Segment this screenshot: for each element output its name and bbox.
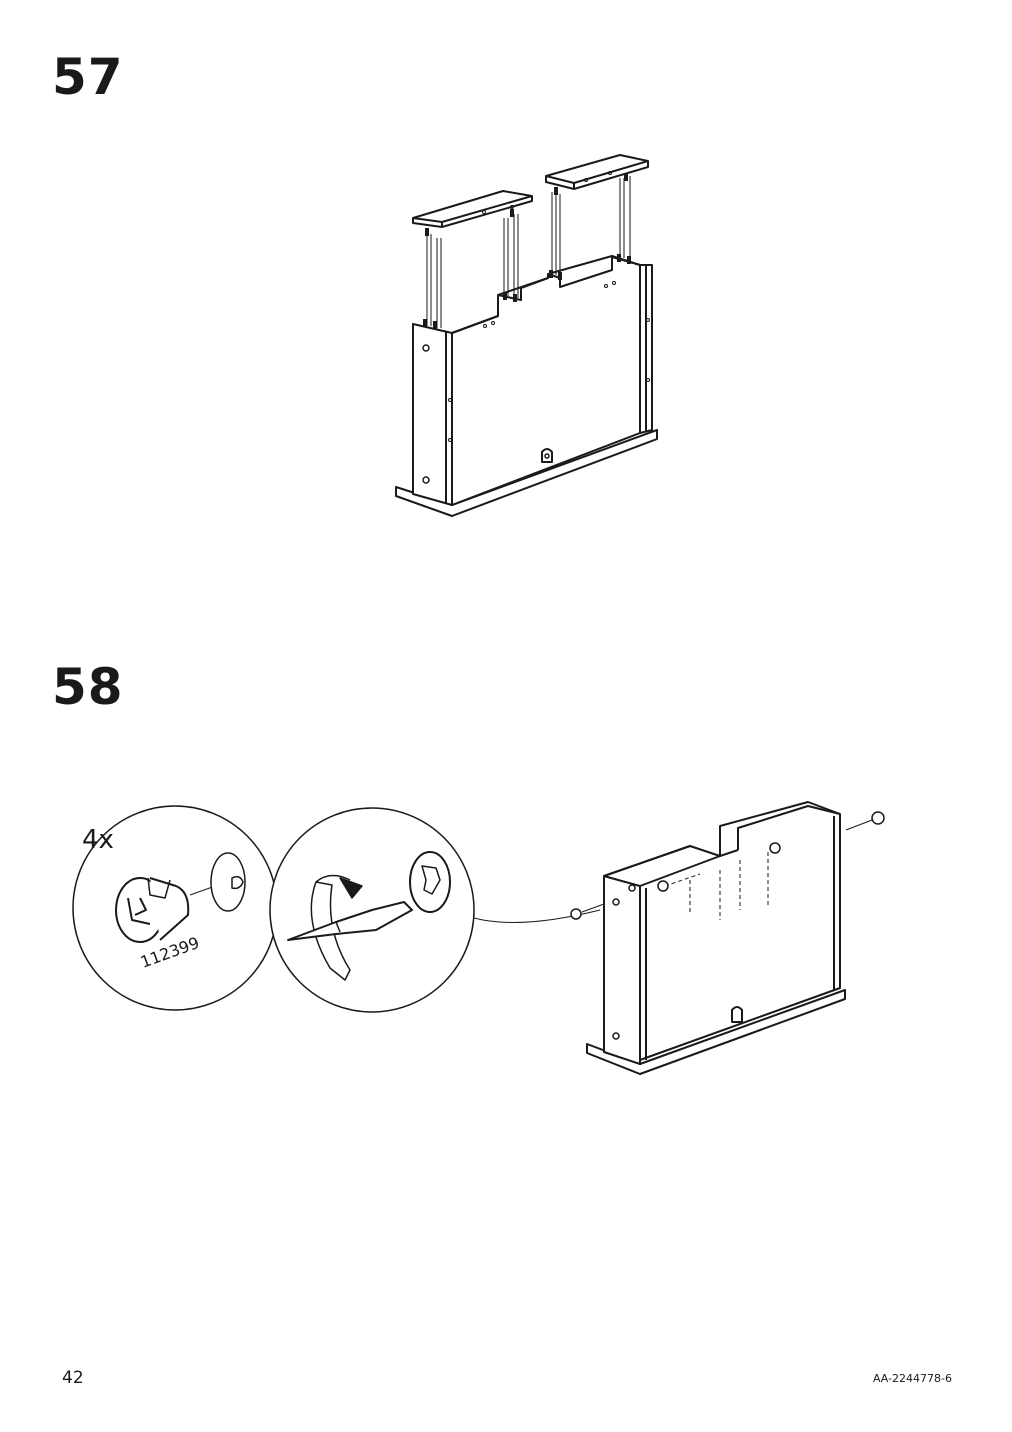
top-board-right xyxy=(545,154,649,190)
step-number-58: 58 xyxy=(52,658,124,716)
left-side-panel xyxy=(412,323,453,506)
step-58-illustration: 4x 112399 xyxy=(72,801,885,1075)
cabinet-guide-lines xyxy=(664,852,769,920)
right-side-panel xyxy=(639,264,653,434)
detail-leader-line xyxy=(473,909,601,923)
top-board-left xyxy=(412,190,533,228)
loose-cam-lock-left-icon xyxy=(570,903,605,920)
page-number: 42 xyxy=(62,1368,84,1388)
step-number-57: 57 xyxy=(52,48,124,106)
detail-circle-screwdriver xyxy=(269,807,475,1013)
document-code: AA-2244778-6 xyxy=(872,1372,952,1385)
loose-cam-lock-right-icon xyxy=(845,811,885,831)
screwdriver-icon xyxy=(287,901,413,941)
back-panel xyxy=(451,255,641,506)
dowel-pins xyxy=(423,173,631,329)
dowel-guides xyxy=(426,176,631,328)
wall-bracket xyxy=(541,448,553,463)
cam-lock-top-icon xyxy=(409,851,451,913)
detail-circle-cam-lock: 4x 112399 xyxy=(72,805,278,1011)
quantity-label: 4x xyxy=(82,825,114,855)
cabinet-cam-locks xyxy=(628,842,781,892)
cam-lock-fitting-icon xyxy=(115,877,190,943)
step-57-illustration xyxy=(395,154,658,517)
cabinet-assembly xyxy=(586,801,846,1075)
cam-lock-hole-icon xyxy=(210,852,246,912)
